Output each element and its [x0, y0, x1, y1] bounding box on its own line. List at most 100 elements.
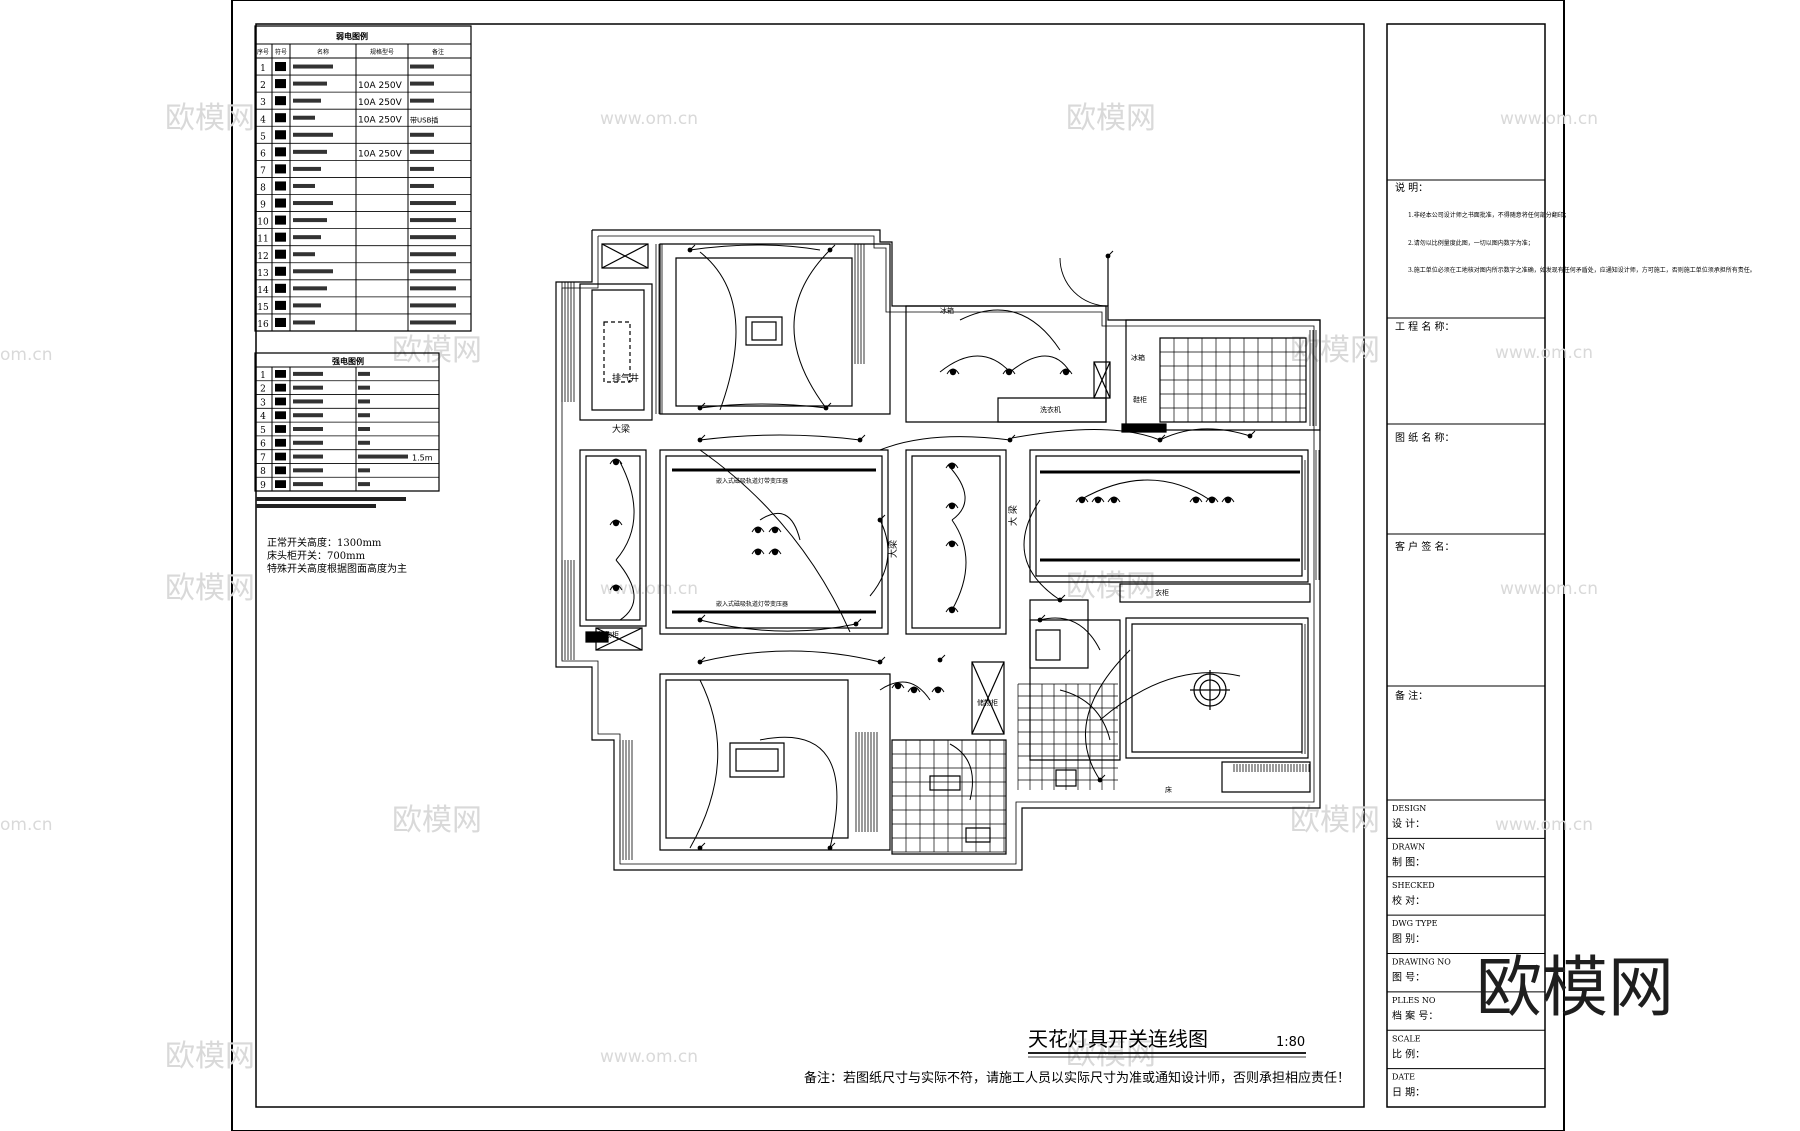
title-field-en: SHECKED — [1392, 881, 1435, 890]
legend-remark-text — [410, 166, 434, 171]
legend-name-text — [293, 81, 327, 86]
legend-symbol-icon — [275, 370, 286, 378]
watermark-url: www.om.cn — [1500, 109, 1598, 129]
wardrobe-strip — [1120, 584, 1310, 602]
legend-top-row-number: 5 — [260, 132, 266, 142]
legend-bottom-row-number: 4 — [260, 412, 266, 422]
legend-remark-text — [358, 371, 370, 376]
wire-arc — [1010, 356, 1070, 372]
legend-remark-text — [410, 201, 456, 206]
legend-remark-text — [410, 286, 456, 291]
wire-arc — [1100, 673, 1240, 720]
legend-bottom-row-number: 8 — [260, 467, 266, 477]
downlight-icon — [908, 687, 920, 694]
legend-name-text — [293, 183, 315, 188]
legend-bottom-title: 强电图例 — [332, 356, 364, 366]
watermark-url: www.om.cn — [600, 109, 698, 129]
legend-top-row-number: 4 — [260, 115, 266, 125]
legend-symbol-icon — [275, 480, 286, 488]
legend-spec: 10A 250V — [358, 98, 403, 108]
wire-arc — [1012, 429, 1160, 440]
downlight-icon — [1108, 497, 1120, 504]
label-fridge: 冰箱 — [940, 306, 954, 315]
legend-top-h4: 规格型号 — [370, 48, 394, 56]
watermark-url: www.om.cn — [1500, 579, 1598, 599]
downlight-icon — [1076, 497, 1088, 504]
legend-symbol-icon — [275, 466, 286, 475]
watermark-brand: 欧模网 — [1290, 333, 1380, 368]
legend-bottom-row-number: 6 — [260, 440, 266, 450]
switch-icon — [1157, 435, 1165, 443]
note-1: 1.非经本公司设计师之书面批准，不得随意将任何部分翻印； — [1408, 211, 1570, 219]
outer-wall-inner — [562, 236, 1314, 864]
legend-remark-text — [358, 427, 370, 431]
title-field-en: DRAWING NO — [1392, 958, 1451, 967]
label-shaft: 排气井 — [612, 372, 639, 384]
drawing-title: 天花灯具开关连线图 — [1028, 1027, 1208, 1051]
watermark-brand: 欧模网 — [1066, 1037, 1156, 1072]
downlight-icon — [947, 369, 959, 376]
legend-remark-text — [410, 303, 456, 308]
legend-name-text — [293, 303, 321, 308]
wire-arc — [1085, 650, 1130, 780]
room-bedroom-2 — [660, 674, 890, 850]
client-label: 客 户 签 名： — [1395, 540, 1455, 553]
room-living — [660, 450, 888, 634]
title-field-cn: 日 期： — [1392, 1087, 1425, 1099]
floor-plan — [556, 230, 1320, 870]
legend-top-row-number: 9 — [260, 201, 266, 211]
legend-name-text — [293, 482, 323, 487]
switch-icon — [937, 655, 945, 663]
switch-icon — [1105, 251, 1113, 259]
downlight-icon — [610, 520, 622, 527]
legend-top-h5: 备注 — [432, 48, 444, 56]
legend-name-text — [293, 201, 333, 206]
title-block: 说 明： 1.非经本公司设计师之书面批准，不得随意将任何部分翻印； 2.请勿以比… — [1387, 180, 1756, 1099]
legend-symbol-icon — [275, 438, 286, 447]
legend-symbol-icon — [275, 198, 286, 208]
wire-arc — [1080, 480, 1210, 500]
legend-remark-text — [358, 413, 370, 418]
downlight-icon — [1206, 497, 1218, 504]
legend-symbol-icon — [275, 96, 286, 106]
legend-bottom-row-number: 5 — [260, 426, 266, 436]
legend-name-text — [293, 286, 327, 291]
legend-symbol-icon — [275, 232, 286, 242]
legend-name-text — [293, 235, 321, 240]
watermark-brand-large: 欧模网 — [1476, 949, 1674, 1026]
label-light-strip-1: 嵌入式磁吸轨道灯带变压器 — [716, 477, 788, 485]
drawing-scale: 1:80 — [1276, 1035, 1305, 1050]
legend-top-row-number: 13 — [257, 269, 269, 279]
watermark-brand: 欧模网 — [1066, 569, 1156, 604]
legend-name-text — [293, 252, 315, 257]
legend-remark: 带USB插 — [410, 115, 438, 124]
wire-arc — [760, 737, 837, 848]
watermark-url: www.om.cn — [600, 579, 698, 599]
legend-name-text — [293, 149, 327, 154]
note-3: 3.施工单位必须在工地核对图内所示数字之准确，如发现有任何矛盾处，应通知设计师，… — [1408, 266, 1756, 274]
legend-symbol-icon — [275, 113, 286, 123]
watermark-url: www.om.cn — [1495, 343, 1593, 363]
title-field-en: DRAWN — [1392, 842, 1425, 851]
wire-arc — [948, 465, 965, 520]
downlight-icon — [752, 527, 764, 534]
switch-icon — [1057, 595, 1065, 603]
legend-name-text — [293, 132, 333, 137]
light-square-1 — [746, 317, 782, 345]
wire-arc — [1040, 618, 1100, 650]
switch-icon — [1097, 775, 1105, 783]
legend-symbol-icon — [275, 266, 286, 276]
legend-name-text — [293, 399, 323, 404]
downlight-icon — [1222, 497, 1234, 504]
legend-remark-text — [410, 320, 456, 325]
legend-bottom-notes — [256, 497, 406, 508]
watermark-url: om.cn — [0, 815, 53, 835]
wire-arc — [700, 450, 850, 632]
note-2: 2.请勿以比例量度此图，一切以图内数字为准； — [1408, 239, 1534, 247]
label-beam-3: 大 梁 — [1007, 505, 1019, 526]
legend-name-text — [293, 385, 323, 390]
notes-label: 说 明： — [1395, 181, 1428, 194]
